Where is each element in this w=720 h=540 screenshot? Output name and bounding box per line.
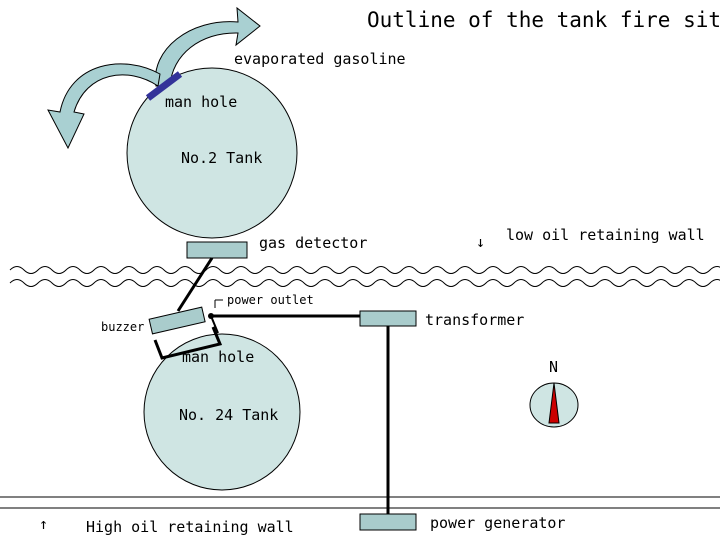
outlet-to-buzzer-wire <box>210 315 219 334</box>
high-oil-retaining-wall-label: High oil retaining wall <box>86 518 294 536</box>
low-oil-retaining-wall-line-lower <box>9 279 720 287</box>
man-hole-top-label: man hole <box>165 93 237 111</box>
diagram-title: Outline of the tank fire site <box>367 8 720 32</box>
transformer-box <box>359 310 417 327</box>
evaporation-arrow-lower <box>47 63 161 150</box>
high-wall-arrow: ↑ <box>39 515 48 533</box>
buzzer-label: buzzer <box>101 320 144 334</box>
evaporated-gasoline-label: evaporated gasoline <box>234 50 406 68</box>
evaporation-arrow-upper <box>154 6 261 87</box>
compass-needle <box>548 382 560 424</box>
man-hole-bottom-label: man hole <box>182 348 254 366</box>
tank-no-2-label: No.2 Tank <box>181 149 262 167</box>
power-generator-label: power generator <box>430 514 565 532</box>
evaporated-gasoline-arrows <box>47 6 261 150</box>
low-oil-retaining-wall-label: low oil retaining wall <box>506 226 705 244</box>
gas-detector-label: gas detector <box>259 234 367 252</box>
power-generator-box <box>359 513 417 531</box>
transformer-label: transformer <box>425 311 524 329</box>
detector-wire <box>176 257 214 312</box>
compass-north-label: N <box>549 358 558 376</box>
power-outlet-label: power outlet <box>227 293 314 307</box>
man-hole-bottom-marker <box>153 326 223 360</box>
tank-no-2 <box>126 67 298 239</box>
buzzer-box <box>148 306 206 335</box>
tank-no-24 <box>143 333 301 491</box>
man-hole-top-marker <box>145 71 183 101</box>
low-oil-retaining-wall-line-upper <box>9 266 720 274</box>
power-outlet-dot <box>208 313 214 319</box>
gas-detector-box <box>186 241 248 259</box>
low-wall-arrow: ↓ <box>476 233 485 251</box>
compass: N <box>529 358 579 428</box>
tank-no-24-label: No. 24 Tank <box>179 406 278 424</box>
